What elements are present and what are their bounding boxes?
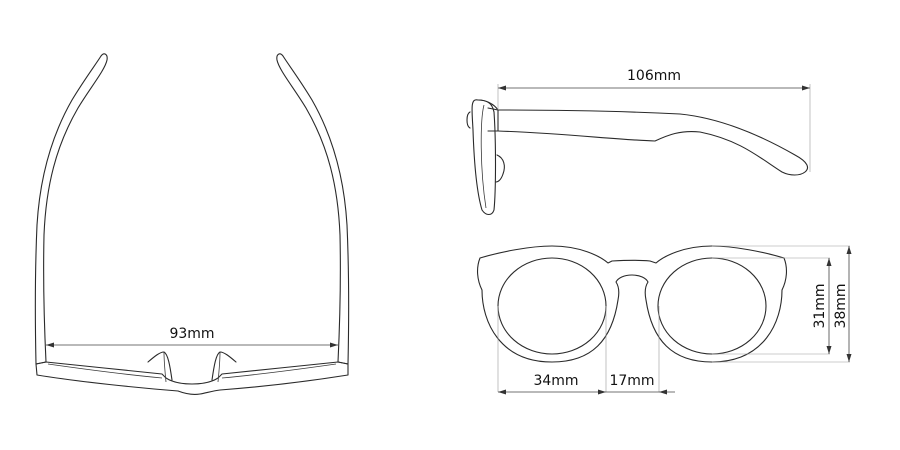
top-view-right-nose-pad [211,351,237,381]
temple-width-label: 93mm [169,326,214,342]
left-lens [497,257,607,355]
top-view-front-frame [35,361,349,395]
lens-height-label: 31mm [812,283,828,328]
side-view-nose-pad [495,154,505,183]
top-view: 93mm [34,53,350,395]
frame-height-label: 38mm [833,283,849,328]
top-view-left-lens-line [47,363,163,379]
top-view-left-nose-pad [147,351,173,381]
top-view-left-temple [34,53,108,365]
bridge-width-label: 17mm [609,373,654,389]
side-view: 106mm [466,68,811,216]
front-view: 34mm 17mm 31mm 38mm [477,245,852,395]
top-view-right-lens-line [221,363,337,379]
temple-length-label: 106mm [627,68,681,84]
top-view-right-temple [276,53,350,365]
right-lens [657,257,767,355]
side-view-temple-arm [497,109,809,176]
side-view-front-frame [471,99,497,216]
front-view-frame-outline [477,245,787,363]
side-view-hinge [487,107,499,132]
lens-width-label: 34mm [533,373,578,389]
